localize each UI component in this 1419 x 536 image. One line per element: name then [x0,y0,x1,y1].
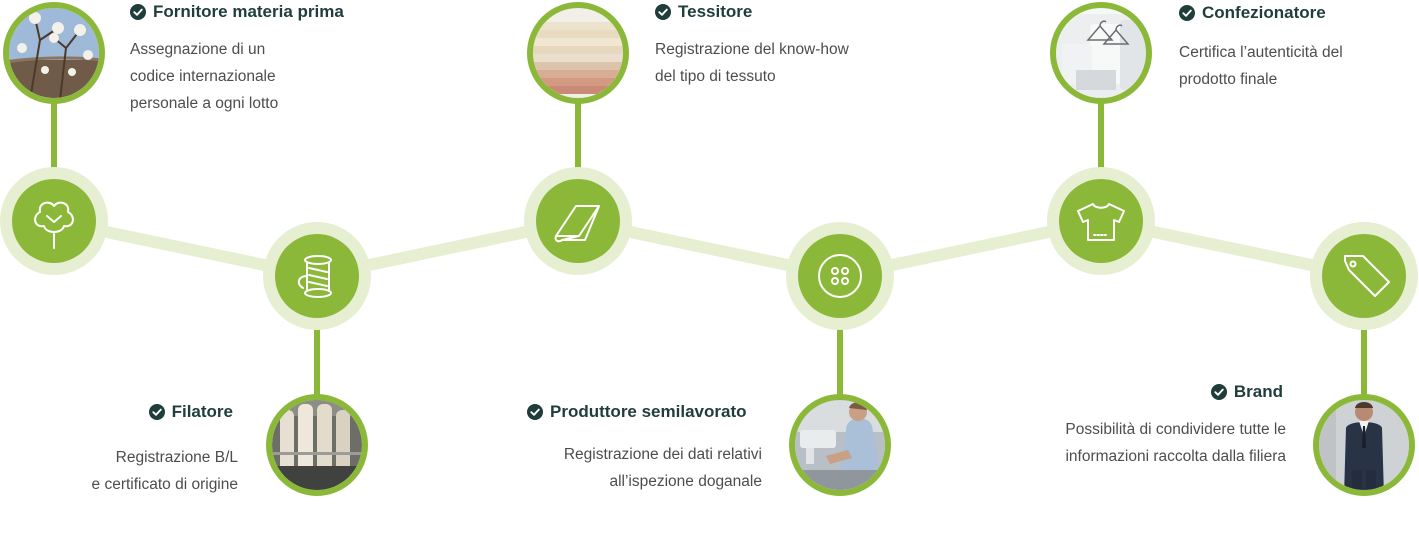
step-title-confezionatore: Confezionatore [1179,3,1326,23]
step-title-tessitore: Tessitore [655,2,752,22]
check-circle-icon [148,404,165,420]
desc-line: informazioni raccolta dalla filiera [1065,448,1286,465]
stems [51,95,1367,402]
desc-line: del tipo di tessuto [655,68,776,85]
step-title-text: Confezionatore [1202,3,1326,22]
step-title-text: Fornitore materia prima [153,2,344,21]
step-desc-produttore: Registrazione dei dati relativi all’ispe… [564,441,762,495]
step-title-fornitore: Fornitore materia prima [130,2,344,22]
price-tag-icon [1344,255,1390,297]
desc-line: e certificato di origine [91,476,238,493]
check-circle-icon [655,4,671,20]
check-circle-icon [527,404,543,420]
desc-line: prodotto finale [1179,71,1278,88]
step-desc-tessitore: Registrazione del know-how del tipo di t… [655,36,849,90]
folded-fabrics-photo [533,8,623,98]
cotton-flower-icon [34,201,74,249]
step-title-text: Filatore [171,402,233,421]
step-title-text: Produttore semilavorato [550,402,747,421]
step-confezionatore [1047,2,1155,275]
desc-line: Registrazione B/L [115,449,238,466]
step-fornitore [0,2,108,275]
sewing-worker-photo [795,400,885,490]
thread-spool-icon [297,255,332,298]
step-title-produttore: Produttore semilavorato [527,402,747,422]
step-brand [1310,222,1418,496]
step-title-text: Brand [1233,382,1283,401]
check-circle-icon [1210,384,1227,400]
fabric-roll-icon [554,205,600,243]
yarn-bobbins-photo [272,400,362,490]
check-circle-icon [130,4,146,20]
desc-line: Certifica l’autenticità del [1179,44,1343,61]
tshirt-icon [1077,203,1125,241]
desc-line: Possibilità di condividere tutte le [1065,421,1286,438]
check-circle-icon [1179,5,1195,21]
timeline-connector [52,215,1366,282]
desc-line: codice internazionale [130,68,276,85]
step-desc-brand: Possibilità di condividere tutte le info… [1065,416,1286,470]
button-icon [818,254,862,298]
step-desc-confezionatore: Certifica l’autenticità del prodotto fin… [1179,39,1343,93]
step-filatore [263,222,371,496]
desc-line: Registrazione dei dati relativi [563,446,762,463]
desc-line: personale a ogni lotto [130,95,279,112]
desc-line: all’ispezione doganale [609,473,762,490]
step-title-filatore: Filatore [148,402,233,422]
step-produttore-semilavorato [786,222,894,496]
step-desc-filatore: Registrazione B/L e certificato di origi… [92,444,238,498]
step-tessitore [524,2,632,275]
hangers-photo [1056,8,1146,98]
step-desc-fornitore: Assegnazione di un codice internazionale… [130,36,278,117]
step-title-brand: Brand [1210,382,1283,402]
desc-line: Registrazione del know-how [655,41,849,58]
step-title-text: Tessitore [678,2,753,21]
desc-line: Assegnazione di un [130,41,266,58]
